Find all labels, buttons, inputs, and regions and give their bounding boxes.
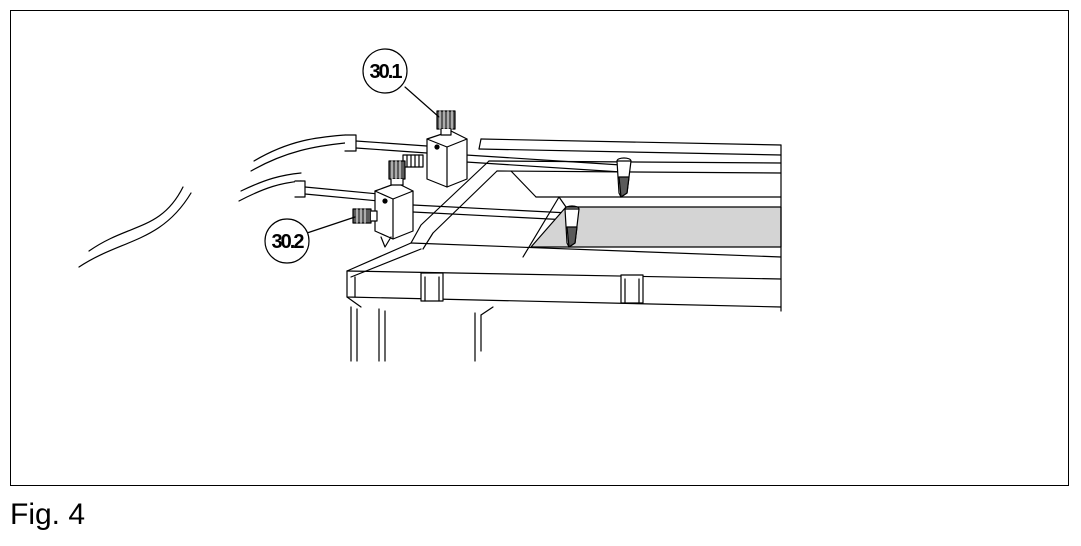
probe-tip-lower — [564, 205, 580, 248]
callout-label-30-1: 30.1 — [370, 61, 403, 83]
frame-body — [346, 138, 782, 362]
clamp-block-upper — [402, 130, 468, 188]
adjustment-knob-30-1 — [436, 110, 456, 136]
adjustment-knob-30-2 — [352, 208, 378, 224]
rod-upper — [344, 134, 622, 173]
figure-caption: Fig. 4 — [10, 498, 86, 531]
clamp-block-lower — [374, 160, 414, 248]
figure-frame: 30.1 30.2 — [10, 10, 1069, 486]
callout-leader-30-1 — [404, 86, 440, 118]
callout-30-2: 30.2 — [264, 218, 310, 264]
callout-leader-30-2 — [306, 216, 356, 234]
device-illustration: 30.1 30.2 — [78, 48, 782, 362]
callout-label-30-2: 30.2 — [272, 231, 305, 253]
callout-30-1: 30.1 — [362, 48, 408, 94]
cable-strands — [78, 134, 346, 268]
probe-tip-upper — [616, 157, 632, 198]
